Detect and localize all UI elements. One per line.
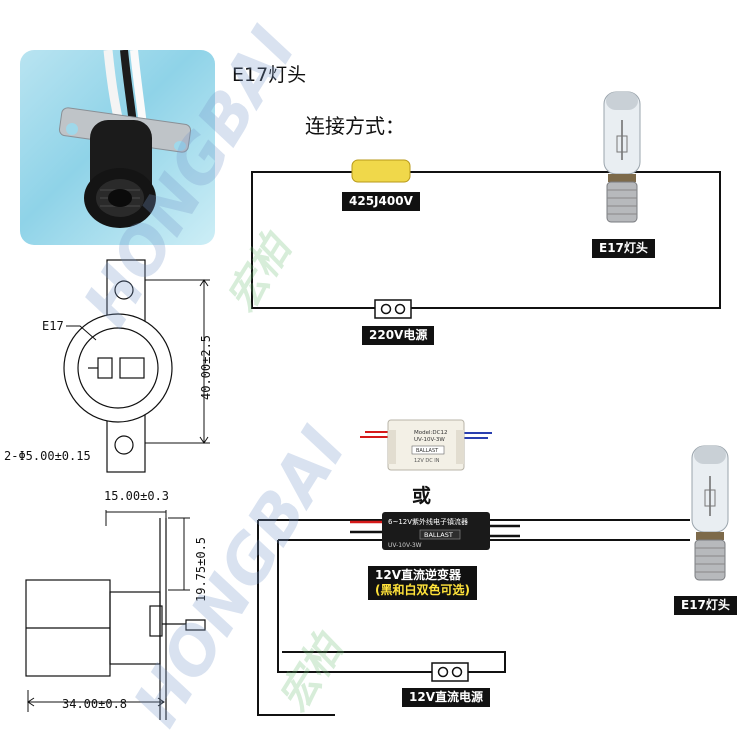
uv-bulb-bottom-icon [691, 445, 729, 581]
or-label: 或 [412, 485, 432, 507]
width-dim: 15.00±0.3 [104, 489, 169, 503]
technical-drawing: 40.00±2.5 E17 2-Φ5.00±0.15 15.00±0.3 19.… [4, 259, 213, 720]
ballast-line: 12V DC IN [414, 458, 440, 464]
ac-circuit [251, 159, 721, 319]
inverter-note: (黑和白双色可选) [375, 583, 470, 597]
dc-circuit: 6~12V紫外线电子镇流器 BALLAST UV-10V-3W [257, 512, 690, 716]
lamp-holder-photo [58, 50, 192, 228]
e17-label: E17 [42, 319, 64, 333]
inverter-title: 12V直流逆变器 [375, 568, 461, 582]
page-title: E17灯头 [232, 64, 307, 86]
dc-socket-icon [431, 662, 469, 682]
uv-bulb-top-icon [603, 91, 641, 223]
capacitor-label: 425J400V [342, 192, 420, 211]
product-photo [20, 50, 215, 245]
ballast-model: Model:DC12 [414, 430, 447, 436]
height-dim: 19.75±0.5 [194, 537, 208, 602]
connection-heading: 连接方式： [305, 114, 405, 138]
length-dim: 34.00±0.8 [62, 697, 127, 711]
source-220-label: 220V电源 [362, 326, 435, 345]
ballast-photo: Model:DC12 UV-10V-3W BALLAST 12V DC IN [360, 419, 492, 471]
ballast-spec: UV-10V-3W [414, 437, 445, 443]
inline-ballast-text: 6~12V紫外线电子镇流器 [388, 517, 468, 526]
ac-socket-icon [374, 299, 412, 319]
front-view [63, 259, 173, 473]
ballast-brand: BALLAST [416, 448, 439, 454]
hole-spacing-dim: 40.00±2.5 [199, 335, 213, 400]
side-view [25, 518, 206, 720]
inverter-label: 12V直流逆变器 (黑和白双色可选) [368, 566, 477, 600]
inline-ballast-brand: BALLAST [424, 531, 453, 539]
inline-ballast-spec: UV-10V-3W [388, 542, 422, 549]
source-12-label: 12V直流电源 [402, 688, 490, 707]
lamp-top-label: E17灯头 [592, 239, 655, 258]
hole-dia-dim: 2-Φ5.00±0.15 [4, 449, 91, 463]
capacitor [351, 159, 411, 183]
lamp-bottom-label: E17灯头 [674, 596, 737, 615]
